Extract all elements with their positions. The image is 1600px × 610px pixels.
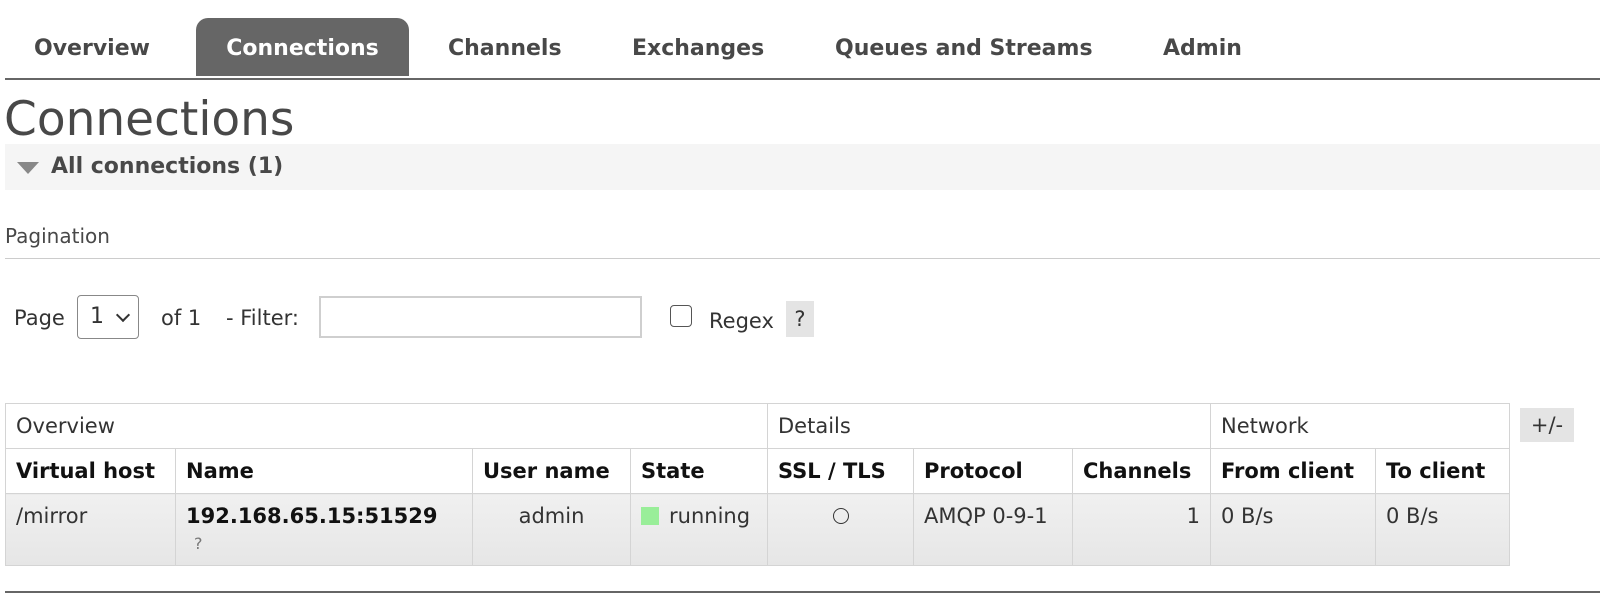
col-ssl-tls[interactable]: SSL / TLS — [767, 448, 914, 494]
page-title: Connections — [4, 92, 295, 147]
divider — [5, 258, 1600, 259]
col-state[interactable]: State — [630, 448, 768, 494]
connections-table: Overview Details Network Virtual host Na… — [5, 403, 1510, 566]
connection-client-name: ? — [194, 534, 203, 553]
nav-tabs: Overview Connections Channels Exchanges … — [5, 18, 1600, 80]
connection-link[interactable]: 192.168.65.15:51529 — [186, 504, 438, 528]
table-row: /mirror 192.168.65.15:51529 ? admin runn… — [5, 493, 1510, 566]
regex-label: Regex — [709, 309, 774, 333]
col-name[interactable]: Name — [175, 448, 473, 494]
tab-queues-and-streams[interactable]: Queues and Streams — [835, 36, 1093, 61]
cell-state: running — [630, 493, 768, 566]
filter-label: - Filter: — [226, 306, 299, 330]
cell-user-name: admin — [472, 493, 631, 566]
group-header-details: Details — [767, 403, 1211, 449]
page-of-label: of 1 — [161, 306, 202, 330]
cell-from-client: 0 B/s — [1210, 493, 1376, 566]
tab-channels[interactable]: Channels — [448, 36, 562, 61]
tab-connections[interactable]: Connections — [196, 18, 409, 76]
tab-overview[interactable]: Overview — [34, 36, 150, 61]
page-select[interactable]: 1 — [77, 295, 139, 339]
cell-name: 192.168.65.15:51529 ? — [175, 493, 473, 566]
regex-checkbox[interactable] — [670, 305, 692, 327]
tab-exchanges[interactable]: Exchanges — [632, 36, 765, 61]
cell-channels: 1 — [1072, 493, 1211, 566]
page-label: Page — [14, 306, 65, 330]
cell-virtual-host: /mirror — [5, 493, 176, 566]
chevron-down-icon — [115, 307, 131, 323]
cell-ssl-tls — [767, 493, 914, 566]
col-protocol[interactable]: Protocol — [913, 448, 1073, 494]
divider — [5, 591, 1600, 593]
pagination-label: Pagination — [5, 224, 110, 248]
page-select-value: 1 — [90, 304, 104, 329]
group-header-overview: Overview — [5, 403, 768, 449]
tab-admin[interactable]: Admin — [1163, 36, 1242, 61]
column-toggle-button[interactable]: +/- — [1520, 408, 1574, 442]
state-indicator-icon — [641, 507, 659, 525]
all-connections-toggle[interactable]: All connections (1) — [5, 144, 1600, 190]
section-title: All connections (1) — [51, 154, 284, 179]
cell-protocol: AMQP 0-9-1 — [913, 493, 1073, 566]
col-virtual-host[interactable]: Virtual host — [5, 448, 176, 494]
circle-outline-icon — [832, 508, 849, 524]
col-channels[interactable]: Channels — [1072, 448, 1211, 494]
regex-help-button[interactable]: ? — [786, 301, 814, 337]
col-to-client[interactable]: To client — [1375, 448, 1510, 494]
filter-input[interactable] — [319, 296, 642, 338]
group-header-network: Network — [1210, 403, 1510, 449]
triangle-down-icon — [17, 162, 39, 174]
state-text: running — [669, 504, 751, 528]
cell-to-client: 0 B/s — [1375, 493, 1510, 566]
col-user-name[interactable]: User name — [472, 448, 631, 494]
col-from-client[interactable]: From client — [1210, 448, 1376, 494]
